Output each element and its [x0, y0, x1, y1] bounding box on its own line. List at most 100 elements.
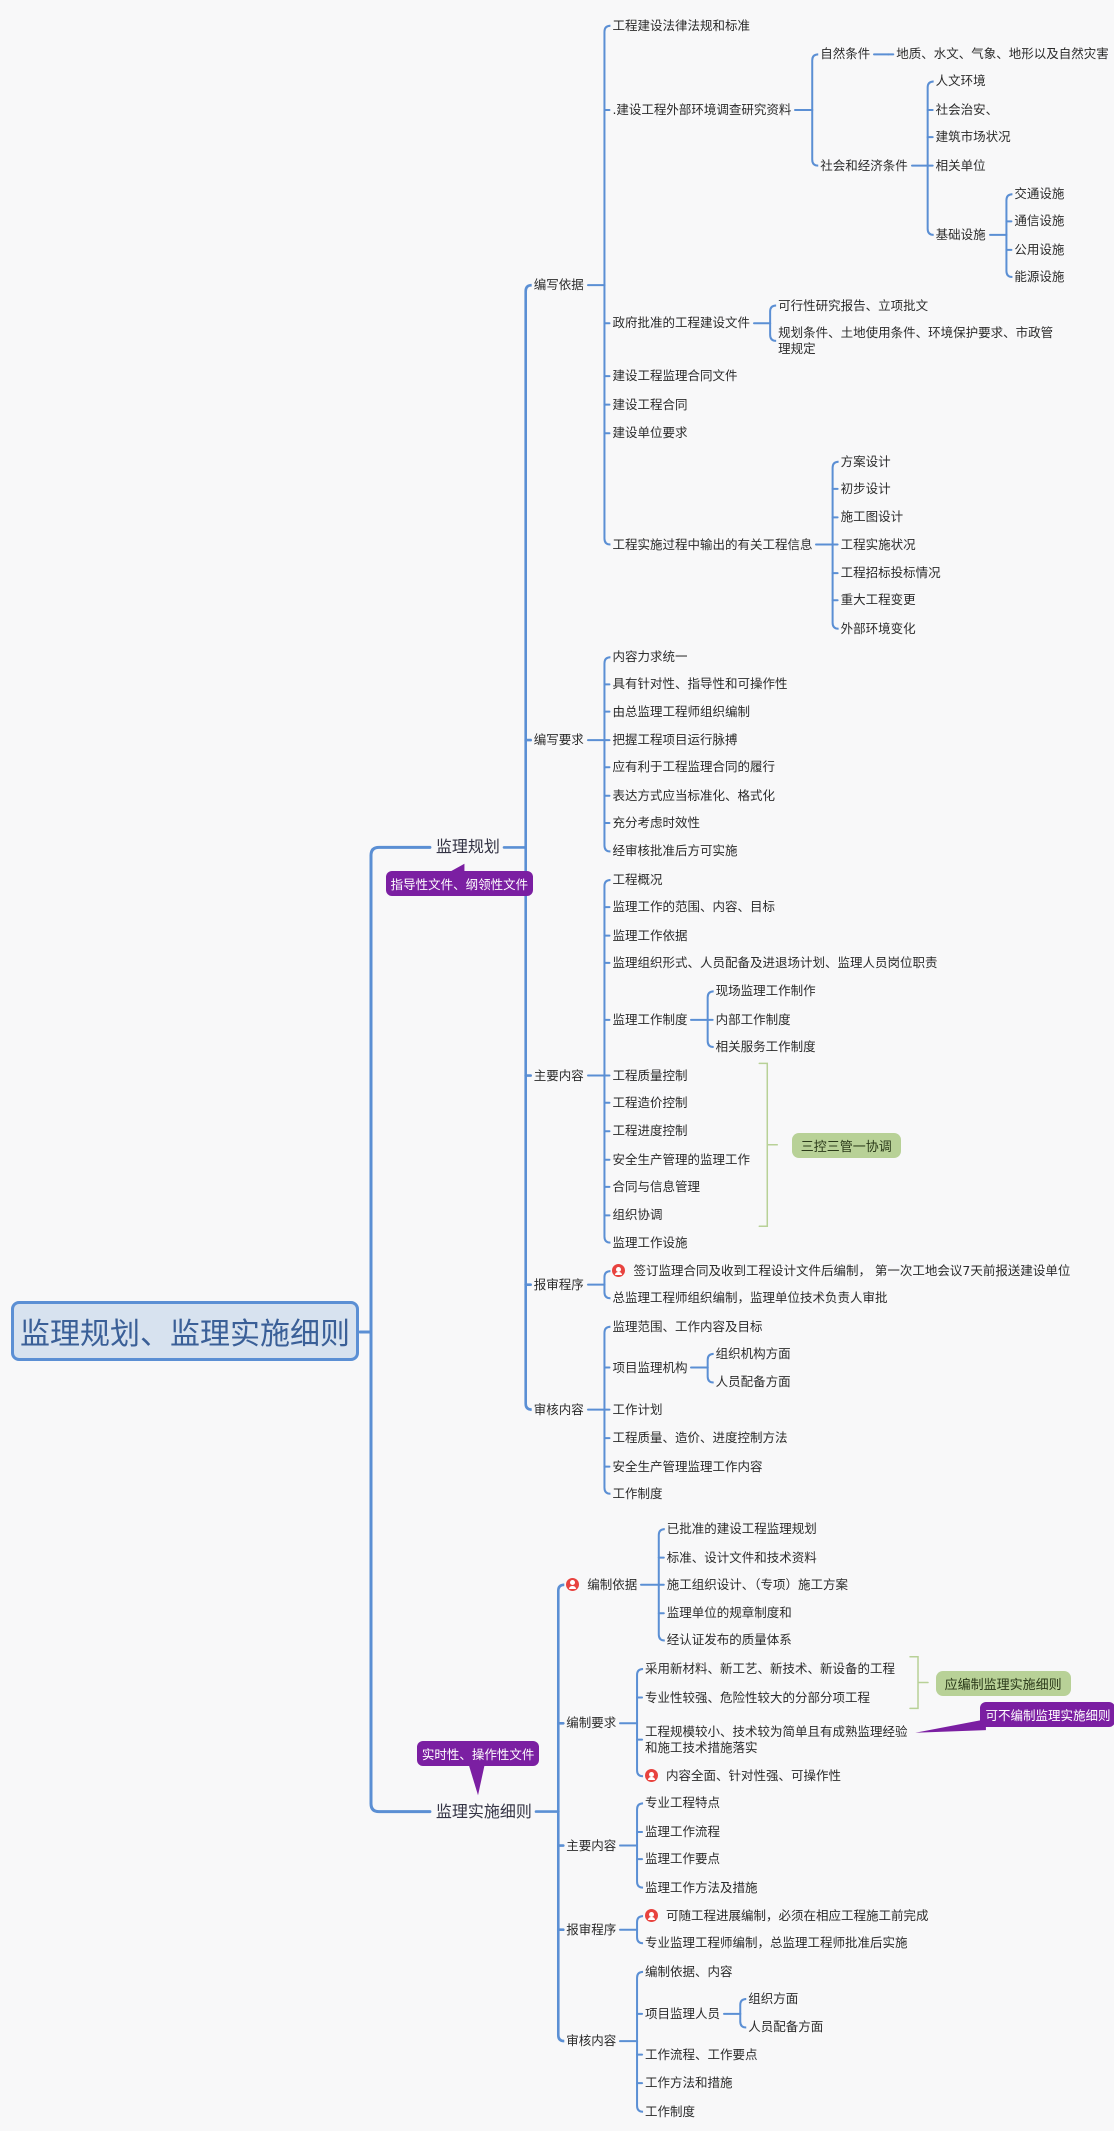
leaf-topic[interactable]: 由总监理工程师组织编制: [612, 704, 750, 720]
leaf-topic[interactable]: 内部工作制度: [716, 1012, 791, 1028]
summary-topic[interactable]: 应编制监理实施细则: [935, 1670, 1071, 1696]
leaf-topic[interactable]: 交通设施: [1014, 186, 1064, 202]
leaf-topic[interactable]: 签订监理合同及收到工程设计文件后编制， 第一次工地会议7天前报送建设单位: [612, 1263, 1070, 1279]
subtopic[interactable]: 编制依据: [566, 1577, 637, 1593]
leaf-topic[interactable]: 工作计划: [612, 1402, 662, 1418]
leaf-topic[interactable]: 专业工程特点: [645, 1795, 720, 1811]
subtopic[interactable]: 社会和经济条件: [820, 158, 908, 174]
leaf-topic[interactable]: 建筑市场状况: [936, 129, 1011, 145]
leaf-topic[interactable]: 工程规模较小、技术较为简单且有成熟监理经验和施工技术措施落实: [645, 1724, 917, 1756]
leaf-topic[interactable]: 经认证发布的质量体系: [667, 1632, 792, 1648]
leaf-topic[interactable]: 监理工作要点: [645, 1851, 720, 1867]
leaf-topic[interactable]: 监理组织形式、人员配备及进退场计划、监理人员岗位职责: [612, 955, 937, 971]
leaf-topic[interactable]: 公用设施: [1014, 242, 1064, 258]
main-branch-topic[interactable]: 监理规划: [436, 837, 500, 857]
leaf-topic[interactable]: 经审核批准后方可实施: [612, 843, 737, 859]
leaf-topic[interactable]: 总监理工程师组织编制，监理单位技术负责人审批: [612, 1290, 887, 1306]
subtopic[interactable]: 项目监理人员: [645, 2006, 720, 2022]
leaf-topic[interactable]: 能源设施: [1014, 269, 1064, 285]
leaf-topic[interactable]: 监理范围、工作内容及目标: [612, 1319, 762, 1335]
leaf-topic[interactable]: 监理工作方法及措施: [645, 1880, 758, 1896]
leaf-topic[interactable]: 施工图设计: [841, 509, 904, 525]
leaf-topic[interactable]: 可行性研究报告、立项批文: [778, 298, 928, 314]
leaf-topic[interactable]: 充分考虑时效性: [612, 815, 700, 831]
leaf-topic[interactable]: 现场监理工作制作: [716, 983, 816, 999]
leaf-topic[interactable]: 人文环境: [936, 73, 986, 89]
leaf-topic[interactable]: 通信设施: [1014, 213, 1064, 229]
leaf-topic[interactable]: 工程招标投标情况: [841, 565, 941, 581]
subtopic[interactable]: 主要内容: [566, 1838, 616, 1854]
subtopic[interactable]: 监理工作制度: [612, 1012, 687, 1028]
leaf-topic[interactable]: 方案设计: [841, 454, 891, 470]
subtopic[interactable]: 项目监理机构: [612, 1360, 687, 1376]
leaf-topic[interactable]: 初步设计: [841, 481, 891, 497]
subtopic[interactable]: 基础设施: [936, 227, 986, 243]
leaf-topic[interactable]: 工程质量控制: [612, 1068, 687, 1084]
subtopic[interactable]: 编写要求: [534, 732, 584, 748]
leaf-topic[interactable]: 工作方法和措施: [645, 2075, 733, 2091]
subtopic[interactable]: .建设工程外部环境调查研究资料: [612, 102, 791, 118]
subtopic[interactable]: 政府批准的工程建设文件: [612, 315, 750, 331]
main-branch-topic[interactable]: 监理实施细则: [436, 1802, 532, 1822]
leaf-topic[interactable]: 地质、水文、气象、地形以及自然灾害: [896, 46, 1109, 62]
leaf-topic[interactable]: 编制依据、内容: [645, 1964, 733, 1980]
leaf-topic[interactable]: 外部环境变化: [841, 621, 916, 637]
leaf-topic[interactable]: 组织机构方面: [716, 1346, 791, 1362]
leaf-topic[interactable]: 工程实施状况: [841, 537, 916, 553]
leaf-topic[interactable]: 社会治安、: [936, 102, 999, 118]
leaf-topic[interactable]: 工作流程、工作要点: [645, 2047, 758, 2063]
leaf-topic[interactable]: 建设单位要求: [612, 425, 687, 441]
leaf-topic[interactable]: 内容全面、针对性强、可操作性: [645, 1768, 841, 1784]
leaf-topic[interactable]: 专业性较强、危险性较大的分部分项工程: [645, 1690, 870, 1706]
leaf-topic[interactable]: 规划条件、土地使用条件、环境保护要求、市政管理规定: [778, 325, 1063, 357]
leaf-topic[interactable]: 表达方式应当标准化、格式化: [612, 788, 775, 804]
callout-note[interactable]: 可不编制监理实施细则: [980, 1701, 1114, 1727]
leaf-topic[interactable]: 建设工程合同: [612, 397, 687, 413]
leaf-topic[interactable]: 相关单位: [936, 158, 986, 174]
leaf-topic[interactable]: 工程进度控制: [612, 1123, 687, 1139]
leaf-topic[interactable]: 监理工作设施: [612, 1235, 687, 1251]
leaf-topic[interactable]: 专业监理工程师编制，总监理工程师批准后实施: [645, 1935, 908, 1951]
leaf-topic[interactable]: 已批准的建设工程监理规划: [667, 1521, 817, 1537]
leaf-topic[interactable]: 建设工程监理合同文件: [612, 368, 737, 384]
leaf-topic[interactable]: 把握工程项目运行脉搏: [612, 732, 737, 748]
leaf-topic[interactable]: 监理工作流程: [645, 1824, 720, 1840]
leaf-topic[interactable]: 人员配备方面: [748, 2019, 823, 2035]
leaf-topic[interactable]: 工作制度: [645, 2104, 695, 2120]
leaf-topic[interactable]: 标准、设计文件和技术资料: [667, 1550, 817, 1566]
summary-topic[interactable]: 三控三管一协调: [791, 1132, 901, 1158]
leaf-topic[interactable]: 工程质量、造价、进度控制方法: [612, 1430, 787, 1446]
leaf-topic[interactable]: 组织协调: [612, 1207, 662, 1223]
leaf-topic[interactable]: 人员配备方面: [716, 1374, 791, 1390]
subtopic[interactable]: 编写依据: [534, 277, 584, 293]
leaf-topic[interactable]: 监理工作依据: [612, 928, 687, 944]
leaf-topic[interactable]: 可随工程进展编制，必须在相应工程施工前完成: [645, 1908, 929, 1924]
leaf-topic[interactable]: 监理工作的范围、内容、目标: [612, 899, 775, 915]
subtopic[interactable]: 报审程序: [534, 1277, 584, 1293]
leaf-topic[interactable]: 内容力求统一: [612, 649, 687, 665]
callout-note[interactable]: 实时性、操作性文件: [416, 1741, 540, 1767]
leaf-topic[interactable]: 采用新材料、新工艺、新技术、新设备的工程: [645, 1661, 895, 1677]
leaf-topic[interactable]: 安全生产管理的监理工作: [612, 1152, 750, 1168]
leaf-topic[interactable]: 组织方面: [748, 1991, 798, 2007]
subtopic[interactable]: 自然条件: [820, 46, 870, 62]
subtopic[interactable]: 工程实施过程中输出的有关工程信息: [612, 537, 812, 553]
root-topic[interactable]: 监理规划、监理实施细则: [11, 1301, 359, 1361]
leaf-topic[interactable]: 工程建设法律法规和标准: [612, 18, 750, 34]
leaf-topic[interactable]: 应有利于工程监理合同的履行: [612, 759, 775, 775]
leaf-topic[interactable]: 合同与信息管理: [612, 1179, 700, 1195]
leaf-topic[interactable]: 工程概况: [612, 872, 662, 888]
leaf-topic[interactable]: 相关服务工作制度: [716, 1039, 816, 1055]
leaf-topic[interactable]: 重大工程变更: [841, 592, 916, 608]
subtopic[interactable]: 审核内容: [566, 2033, 616, 2049]
subtopic[interactable]: 主要内容: [534, 1068, 584, 1084]
leaf-topic[interactable]: 工程造价控制: [612, 1095, 687, 1111]
leaf-topic[interactable]: 安全生产管理监理工作内容: [612, 1459, 762, 1475]
callout-note[interactable]: 指导性文件、纲领性文件: [385, 870, 534, 896]
leaf-topic[interactable]: 工作制度: [612, 1486, 662, 1502]
subtopic[interactable]: 报审程序: [566, 1922, 616, 1938]
subtopic[interactable]: 编制要求: [566, 1715, 616, 1731]
leaf-topic[interactable]: 施工组织设计、（专项）施工方案: [667, 1577, 848, 1593]
subtopic[interactable]: 审核内容: [534, 1402, 584, 1418]
leaf-topic[interactable]: 具有针对性、指导性和可操作性: [612, 676, 787, 692]
